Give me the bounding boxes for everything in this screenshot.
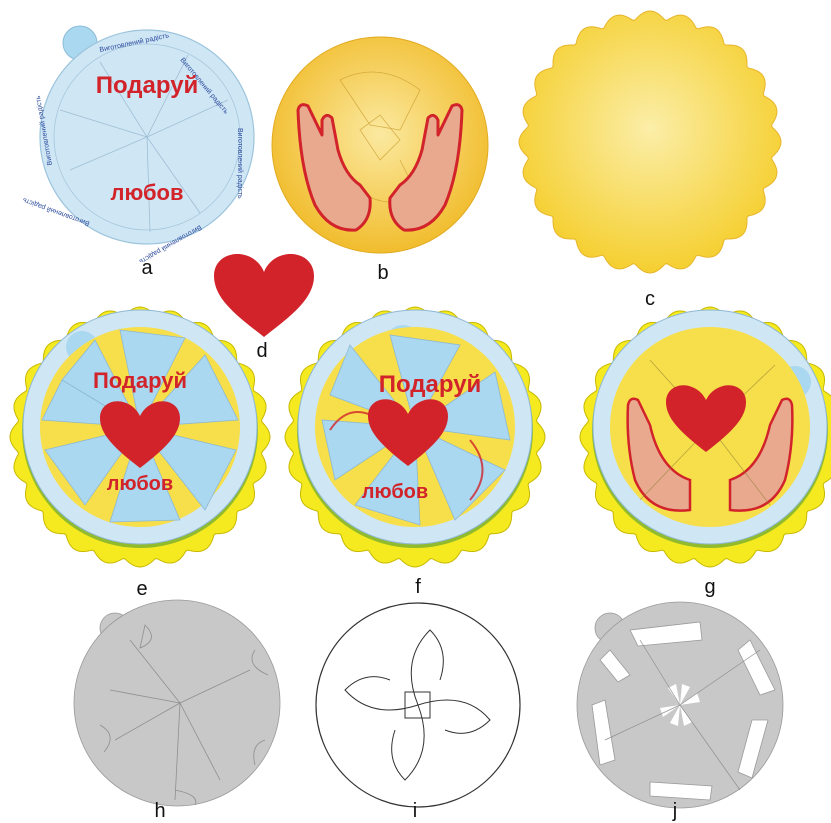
panel-j-grey-slotted [577, 602, 783, 808]
label-d: d [242, 340, 282, 363]
card-title: Подаруй [96, 72, 199, 99]
label-h: h [140, 800, 180, 823]
card-subtitle: любов [107, 473, 173, 495]
scalloped-shape [519, 11, 781, 273]
panel-a-blue-disc: Виготовлений радість Виготовлений радіст… [21, 26, 254, 266]
label-a: a [127, 257, 167, 280]
panel-e-assembled-closed: Подаруй любов [10, 307, 270, 567]
panel-f-assembled-rotating: Подаруй любов [285, 307, 545, 567]
panel-g-assembled-open [580, 307, 831, 567]
card-title: Подаруй [93, 368, 187, 393]
label-j: j [655, 800, 695, 823]
card-subtitle: любов [362, 481, 428, 503]
label-f: f [398, 576, 438, 599]
panel-h-grey-template [74, 600, 280, 806]
card-title: Подаруй [379, 371, 482, 398]
card-subtitle: любов [110, 180, 183, 205]
label-i: i [395, 800, 435, 823]
label-g: g [690, 576, 730, 599]
label-e: e [122, 578, 162, 601]
panel-b-hands-disc [272, 37, 488, 253]
panel-i-outline-template [316, 603, 520, 807]
heart-icon [214, 254, 314, 337]
label-b: b [363, 262, 403, 285]
label-c: c [630, 288, 670, 311]
panel-c-scalloped-disc [519, 11, 781, 273]
ring-text: Виготовлений радість [236, 128, 244, 199]
